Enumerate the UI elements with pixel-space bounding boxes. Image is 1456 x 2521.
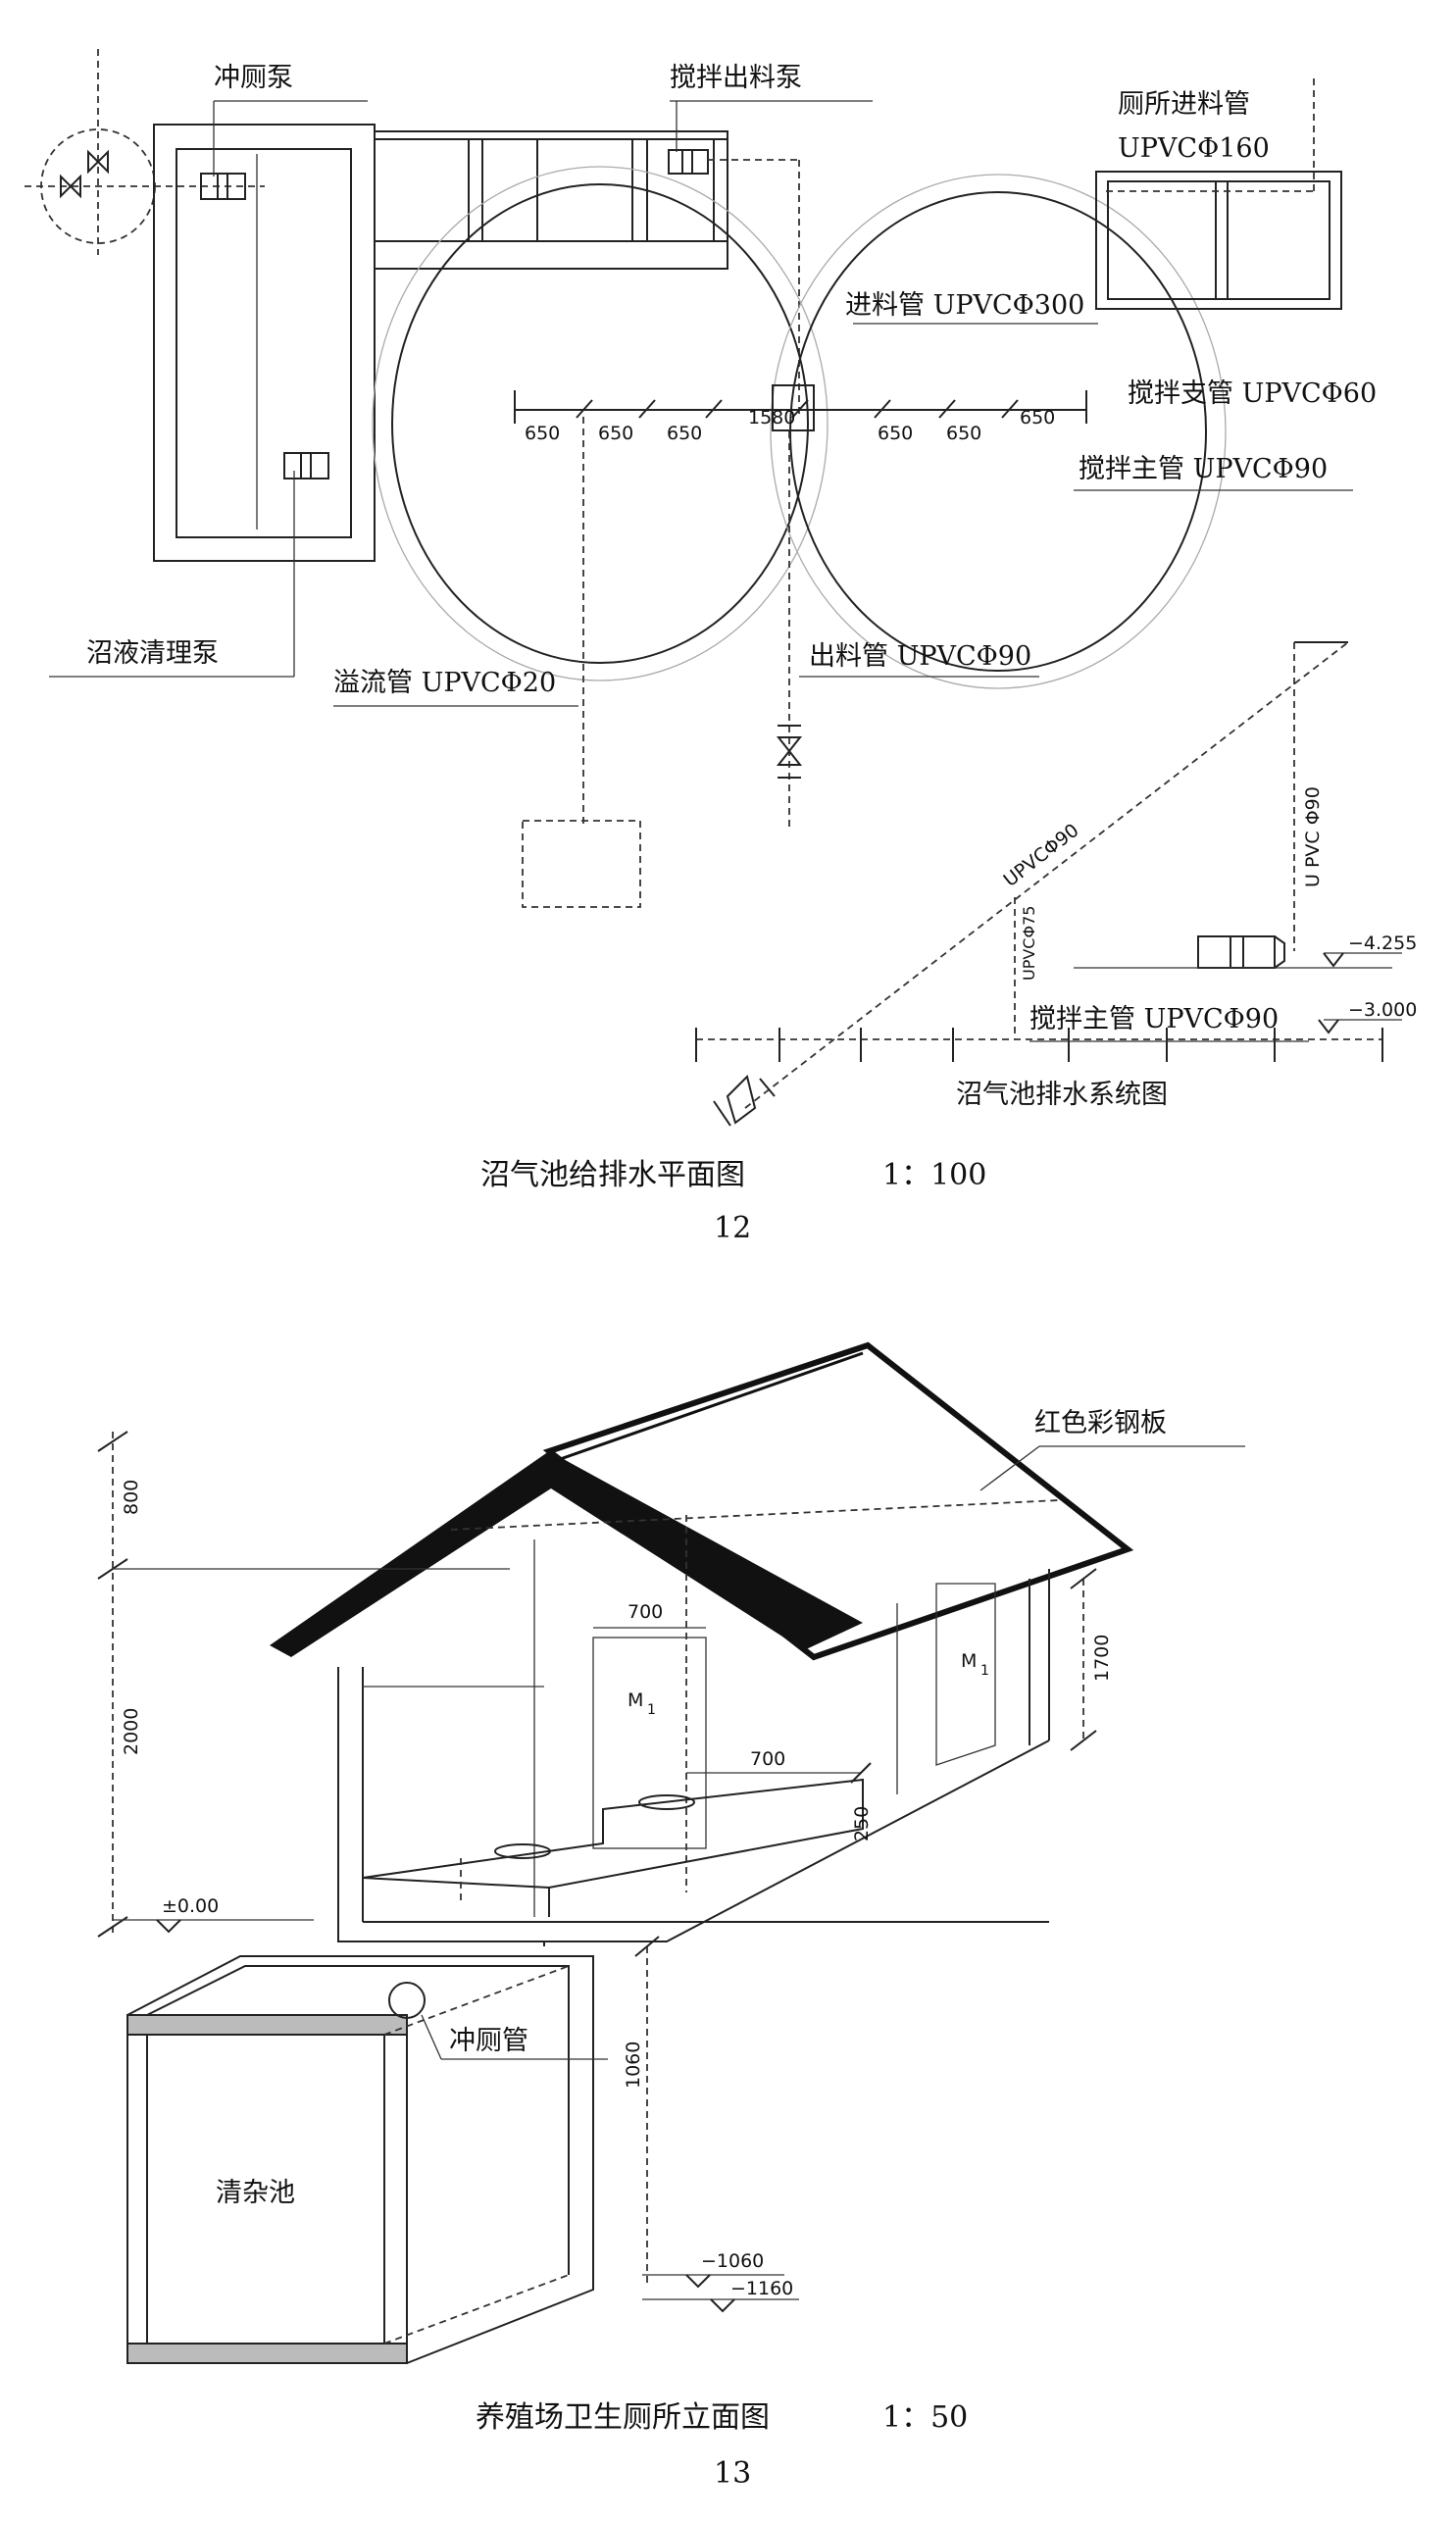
dim-650: 650	[946, 423, 981, 444]
elevation-title: 养殖场卫生厕所立面图	[476, 2400, 770, 2435]
roof-panel	[542, 1341, 1134, 1661]
drainage-diagram: UPVCΦ90 U PVC Φ90 UPVCΦ75 −4.255 −3.000 …	[695, 641, 1417, 1127]
label-mix-pump: 搅拌出料泵	[670, 63, 802, 93]
elev-3000: −3.000	[1348, 999, 1417, 1021]
dim-1700: 1700	[1091, 1635, 1113, 1682]
dim-1580: 1580	[748, 407, 795, 429]
pump-icon	[1197, 935, 1276, 969]
elevation-diagram: M 1 M 1 800 2000 ±0.00	[97, 1341, 1245, 2364]
overflow-box	[522, 820, 641, 908]
valve-icon	[726, 1075, 757, 1125]
label-mix-branch: 搅拌支管 UPVCΦ60	[1128, 378, 1377, 409]
valve-icon	[87, 149, 109, 175]
roof-left	[270, 1451, 863, 1657]
dim-700-door: 700	[628, 1601, 663, 1623]
dim-250: 250	[851, 1806, 873, 1841]
digester-right	[789, 191, 1207, 672]
dim-650: 650	[667, 423, 702, 444]
elev-1060: −1060	[701, 2250, 764, 2272]
dim-650: 650	[1020, 407, 1055, 429]
dim-1060: 1060	[623, 2042, 644, 2089]
label-toilet-feed: 厕所进料管	[1118, 89, 1250, 120]
door-right	[935, 1583, 996, 1766]
label-pipe-small: UPVCΦ75	[1020, 906, 1038, 981]
page-number-13: 13	[714, 2456, 751, 2491]
drainage-title: 沼气池排水系统图	[956, 1080, 1168, 1110]
label-feed-pipe: 进料管 UPVCΦ300	[845, 290, 1084, 321]
flush-tank	[153, 124, 376, 562]
elev-4255: −4.255	[1348, 933, 1417, 954]
dim-700-platform: 700	[750, 1748, 785, 1770]
dim-650: 650	[598, 423, 633, 444]
label-discharge: 出料管 UPVCΦ90	[809, 641, 1031, 672]
label-mix-main: 搅拌主管 UPVCΦ90	[1079, 454, 1328, 484]
door-sub: 1	[647, 1702, 656, 1718]
elevation-scale: 1：50	[882, 2400, 968, 2435]
plan-diagram: 650 650 650 1580 650 650 650 冲厕泵 搅拌出料泵 厕…	[25, 49, 1377, 908]
flush-pump-icon	[200, 173, 246, 200]
door-label-right: M	[961, 1650, 977, 1672]
label-tank: 清杂池	[216, 2178, 295, 2208]
door-sub-right: 1	[980, 1663, 989, 1679]
label-flush-pipe: 冲厕管	[449, 2026, 528, 2056]
label-flush-pump: 冲厕泵	[214, 63, 293, 93]
valve-icon	[60, 174, 81, 199]
valve-icon	[776, 736, 803, 766]
elev-zero: ±0.00	[162, 1895, 219, 1917]
label-toilet-spec: UPVCΦ160	[1118, 133, 1270, 164]
label-overflow: 溢流管 UPVCΦ20	[333, 668, 556, 698]
dim-650: 650	[878, 423, 913, 444]
dim-2000: 2000	[121, 1708, 142, 1755]
label-slurry-pump: 沼液清理泵	[86, 638, 219, 669]
diag-pipe	[744, 641, 1349, 1109]
label-pipe-diag: UPVCΦ90	[1000, 820, 1083, 891]
mix-pump-icon	[668, 149, 709, 175]
plan-title: 沼气池给排水平面图	[480, 1158, 745, 1192]
page-number-12: 12	[714, 1211, 751, 1245]
flush-pipe-opening	[388, 1982, 426, 2019]
dim-650: 650	[525, 423, 560, 444]
plan-scale: 1：100	[882, 1158, 986, 1192]
slurry-pump-icon	[283, 452, 329, 479]
label-mix-main-2: 搅拌主管 UPVCΦ90	[1029, 1004, 1279, 1034]
digester-left	[391, 183, 809, 664]
dim-800: 800	[121, 1480, 142, 1515]
label-pipe-vert: U PVC Φ90	[1302, 786, 1324, 887]
elev-1160: −1160	[730, 2278, 793, 2299]
door-left	[592, 1637, 707, 1849]
door-label: M	[628, 1689, 643, 1711]
toilet-inlet-box	[1095, 171, 1342, 310]
label-roof: 红色彩钢板	[1034, 1408, 1167, 1438]
